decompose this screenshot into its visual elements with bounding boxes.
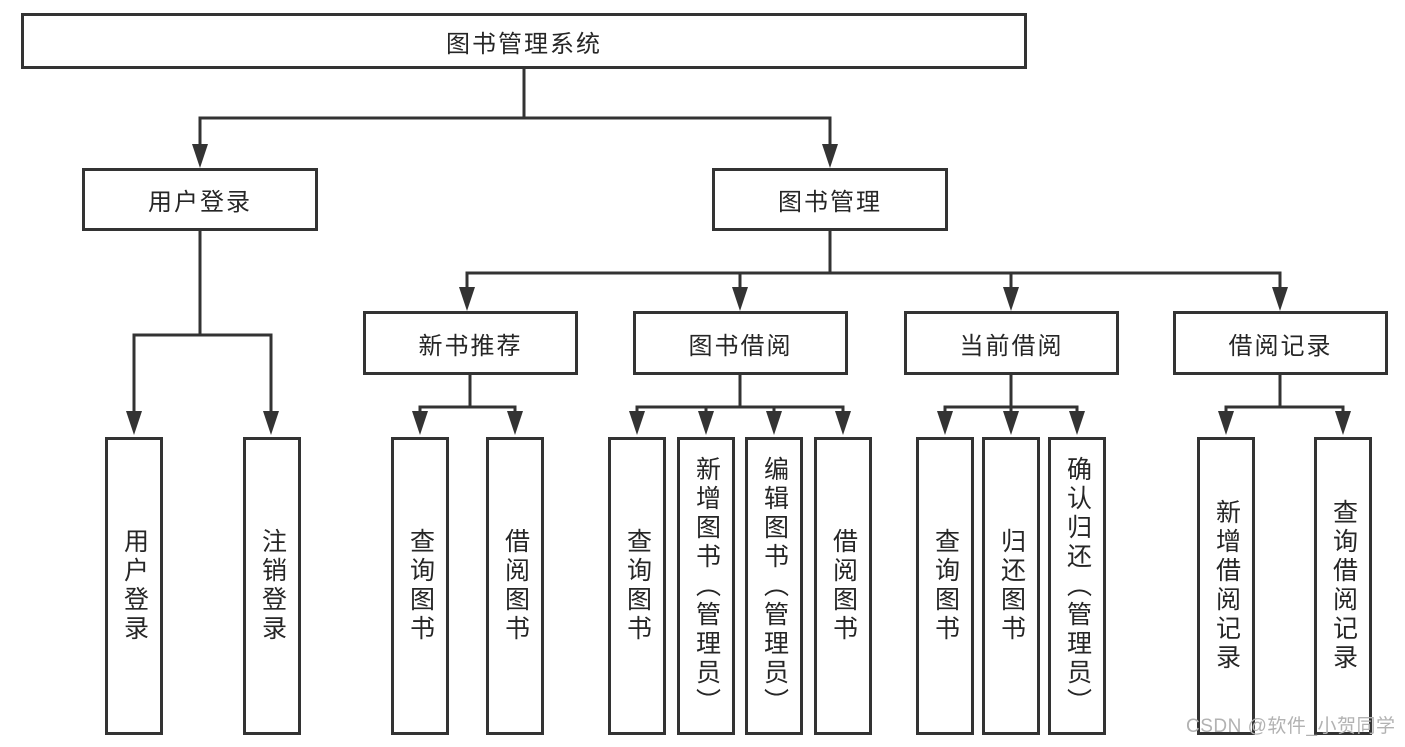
leaf-query-borrow-record: 查询借阅记录 — [1314, 437, 1372, 735]
leaf-logout: 注销登录 — [243, 437, 301, 735]
node-user-login: 用户登录 — [82, 168, 318, 231]
leaf-borrow-books-recommend: 借阅图书 — [486, 437, 544, 735]
leaf-add-borrow-record: 新增借阅记录 — [1197, 437, 1255, 735]
arrowheads — [126, 144, 1351, 435]
node-root: 图书管理系统 — [21, 13, 1027, 69]
leaf-add-book-admin: 新增图书（管理员） — [677, 437, 735, 735]
node-current-borrow: 当前借阅 — [904, 311, 1119, 375]
leaf-confirm-return-admin: 确认归还（管理员） — [1048, 437, 1106, 735]
node-book-borrow: 图书借阅 — [633, 311, 848, 375]
node-book-management: 图书管理 — [712, 168, 948, 231]
node-borrow-records: 借阅记录 — [1173, 311, 1388, 375]
leaf-query-books-borrow: 查询图书 — [608, 437, 666, 735]
leaf-query-books-current: 查询图书 — [916, 437, 974, 735]
watermark-text: CSDN @软件_小贺同学 — [1186, 716, 1396, 737]
leaf-user-login: 用户登录 — [105, 437, 163, 735]
leaf-edit-book-admin: 编辑图书（管理员） — [745, 437, 803, 735]
node-new-book-recommend: 新书推荐 — [363, 311, 578, 375]
leaf-return-book: 归还图书 — [982, 437, 1040, 735]
leaf-borrow-books: 借阅图书 — [814, 437, 872, 735]
leaf-query-books-recommend: 查询图书 — [391, 437, 449, 735]
